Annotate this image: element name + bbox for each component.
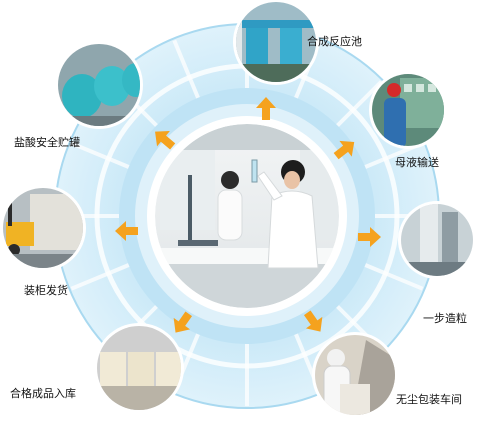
label-shipping: 装柜发货 <box>24 284 68 297</box>
forklift-loading-photo <box>0 185 86 271</box>
flow-arrows <box>115 97 381 333</box>
ring-spoke <box>364 263 424 291</box>
ring-spoke <box>336 80 383 127</box>
arrow-to-reactor <box>256 97 276 120</box>
label-reactor: 合成反应池 <box>307 35 362 48</box>
control-panel-operator-photo <box>369 71 447 149</box>
reactor-tank-photo <box>233 0 319 85</box>
label-packaging-workshop: 无尘包装车间 <box>396 393 462 406</box>
arrow-to-packaging <box>303 310 323 332</box>
ring-spoke <box>70 141 130 169</box>
label-liquor-transfer: 母液输送 <box>395 156 439 169</box>
label-acid-storage: 盐酸安全贮罐 <box>14 136 80 149</box>
packaging-workshop-photo <box>312 332 398 418</box>
bulk-bag-warehouse-photo <box>94 323 184 413</box>
acid-storage-tanks-photo <box>55 41 143 129</box>
arrow-to-granulation <box>358 227 381 247</box>
arrow-to-warehouse <box>173 311 193 333</box>
label-granulation: 一步造粒 <box>423 312 467 325</box>
ring-spoke <box>172 39 200 99</box>
ring-spoke <box>70 263 130 291</box>
arrow-to-liquor <box>333 140 355 160</box>
arrow-to-acid-storage <box>155 131 176 150</box>
label-warehouse: 合格成品入库 <box>10 387 76 400</box>
granulation-tower-photo <box>398 201 476 279</box>
arrow-to-shipping <box>115 221 138 241</box>
